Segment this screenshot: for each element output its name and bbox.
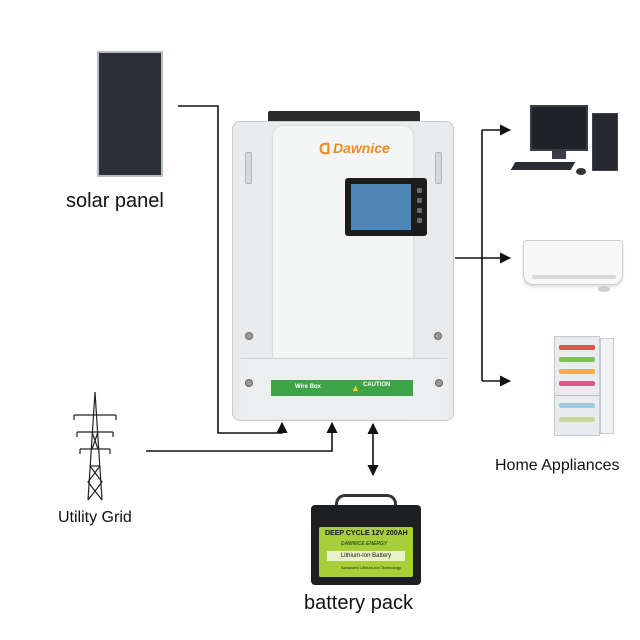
display-buttons bbox=[417, 188, 423, 228]
fridge-shelf bbox=[559, 357, 595, 362]
keyboard-icon bbox=[510, 162, 576, 170]
battery-label: DEEP CYCLE 12V 200AH DAWNICE ENERGY Lith… bbox=[319, 527, 413, 577]
ac-pipe bbox=[598, 286, 610, 292]
battery-handle bbox=[335, 494, 397, 510]
home-appliances-label: Home Appliances bbox=[495, 457, 620, 474]
utility-tower-icon bbox=[73, 391, 117, 501]
warning-icon: ▲ bbox=[351, 383, 360, 393]
fridge-door bbox=[600, 338, 614, 434]
fridge-shelf bbox=[559, 403, 595, 408]
inverter-display bbox=[345, 178, 427, 236]
inverter-bracket bbox=[268, 111, 420, 123]
refrigerator-icon bbox=[554, 336, 600, 436]
utility-grid-label: Utility Grid bbox=[58, 509, 132, 526]
computer-tower-icon bbox=[592, 113, 618, 171]
fridge-divider bbox=[555, 395, 599, 396]
fridge-shelf bbox=[559, 381, 595, 386]
battery-brand: DAWNICE ENERGY bbox=[341, 541, 388, 547]
fridge-shelf bbox=[559, 345, 595, 350]
screw-icon bbox=[435, 379, 443, 387]
wire-box-label: Wire Box ▲ CAUTION bbox=[271, 380, 413, 396]
fridge-shelf bbox=[559, 417, 595, 422]
battery-type: Lithium-Ion Battery bbox=[327, 551, 405, 561]
grid-wire bbox=[146, 421, 338, 452]
solar-panel-label: solar panel bbox=[66, 190, 164, 212]
air-conditioner-icon bbox=[523, 240, 623, 285]
display-screen bbox=[351, 184, 411, 230]
battery-icon: DEEP CYCLE 12V 200AH DAWNICE ENERGY Lith… bbox=[311, 505, 421, 585]
wire-box-text: Wire Box bbox=[295, 384, 321, 390]
battery-pack-label: battery pack bbox=[304, 592, 413, 614]
caution-text: CAUTION bbox=[363, 382, 391, 388]
screw-icon bbox=[245, 332, 253, 340]
logo-mark-icon: ᗡ bbox=[319, 141, 331, 158]
right-handle bbox=[435, 152, 442, 184]
solar-panel-icon bbox=[97, 51, 163, 177]
monitor-stand bbox=[552, 151, 566, 159]
computer-monitor-icon bbox=[530, 105, 588, 151]
battery-tagline: Advanced Lithium-Ion Technology bbox=[341, 565, 401, 570]
inverter-unit: ᗡ Dawnice Wire Box ▲ CAUTION bbox=[232, 121, 454, 421]
fridge-shelf bbox=[559, 369, 595, 374]
screw-icon bbox=[245, 379, 253, 387]
inverter-brand-logo: Dawnice bbox=[333, 140, 390, 156]
solar-wire bbox=[178, 105, 288, 434]
mouse-icon bbox=[576, 168, 586, 175]
screw-icon bbox=[434, 332, 442, 340]
ac-vent bbox=[532, 275, 616, 279]
battery-spec: DEEP CYCLE 12V 200AH bbox=[325, 530, 408, 537]
left-handle bbox=[245, 152, 252, 184]
